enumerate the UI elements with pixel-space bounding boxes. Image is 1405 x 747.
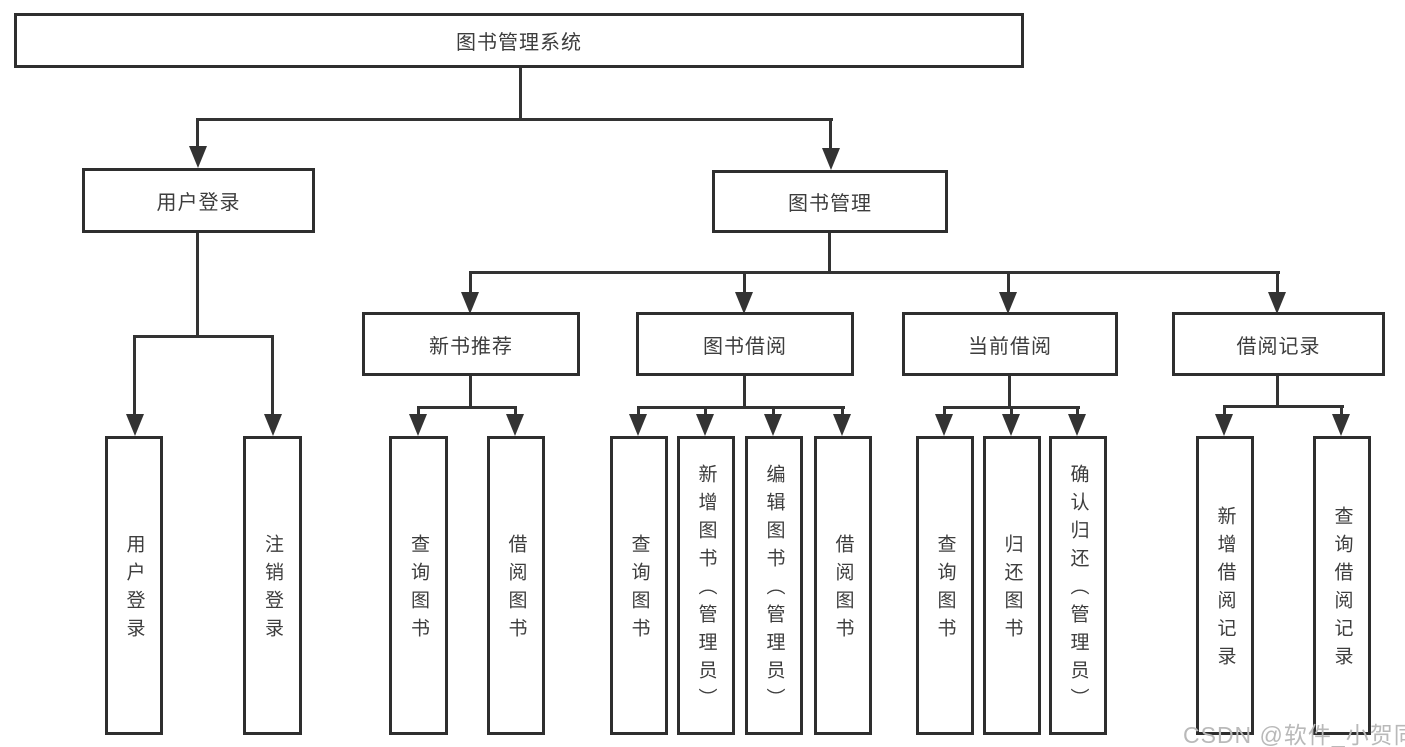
leaf-label: 编辑图书（管理员） (763, 464, 785, 716)
connector-borrow-records-split (1223, 405, 1344, 408)
leaf-label: 注销登录 (262, 534, 283, 646)
leaf-add-book-admin: 新增图书（管理员） (677, 436, 735, 735)
connector-stub (841, 406, 844, 416)
leaf-label: 查询图书 (934, 534, 956, 646)
watermark: CSDN @软件_小贺同学 (1183, 722, 1405, 747)
leaf-borrow-books: 借阅图书 (814, 436, 872, 735)
leaf-label: 查询图书 (408, 534, 429, 646)
node-current-borrowing: 当前借阅 (902, 312, 1118, 376)
connector-stub (704, 406, 707, 416)
connector-book-borrow-drop (743, 376, 746, 409)
arrowhead-icon (735, 292, 753, 314)
node-label: 新书推荐 (429, 335, 513, 358)
connector-user-login-split (133, 335, 274, 338)
connector-user-login-drop (196, 233, 199, 337)
leaf-confirm-return-admin: 确认归还（管理员） (1049, 436, 1107, 735)
node-label: 当前借阅 (968, 335, 1052, 358)
leaf-query-books-recommend: 查询图书 (389, 436, 448, 735)
connector-current-borrow-drop (1008, 376, 1011, 409)
connector-stub-book-mgmt (829, 118, 832, 152)
leaf-label: 借阅图书 (832, 534, 854, 646)
connector-stub-user-login (196, 118, 199, 150)
connector-stub (772, 406, 775, 416)
arrowhead-icon (764, 414, 782, 436)
connector-stub (1340, 405, 1343, 416)
connector-stub (417, 406, 420, 416)
leaf-label: 归还图书 (1001, 534, 1023, 646)
arrowhead-icon (264, 414, 282, 436)
arrowhead-icon (1332, 414, 1350, 436)
connector-book-borrow-split (637, 406, 845, 409)
leaf-add-borrow-record: 新增借阅记录 (1196, 436, 1254, 735)
node-label: 图书管理系统 (456, 32, 582, 54)
arrowhead-icon (999, 292, 1017, 314)
arrowhead-icon (1268, 292, 1286, 314)
leaf-query-books-borrowing: 查询图书 (610, 436, 668, 735)
connector-root-drop (519, 68, 522, 120)
node-label: 图书借阅 (703, 335, 787, 358)
connector-stub-leaf-login (133, 335, 136, 416)
arrowhead-icon (822, 148, 840, 170)
connector-book-mgmt-drop (828, 233, 831, 274)
arrowhead-icon (1215, 414, 1233, 436)
leaf-label: 借阅图书 (505, 534, 527, 646)
leaf-label: 用户登录 (123, 534, 145, 646)
node-book-borrowing: 图书借阅 (636, 312, 854, 376)
leaf-label: 查询图书 (628, 534, 650, 646)
connector-stub-leaf-logout (271, 335, 274, 416)
node-root-system: 图书管理系统 (14, 13, 1024, 68)
node-label: 用户登录 (156, 192, 241, 214)
arrowhead-icon (629, 414, 647, 436)
leaf-query-borrow-record: 查询借阅记录 (1313, 436, 1371, 735)
node-new-book-recommend: 新书推荐 (362, 312, 580, 376)
connector-new-book-drop (469, 376, 472, 409)
connector-stub-current-borrow (1007, 271, 1010, 296)
connector-stub (1223, 405, 1226, 416)
leaf-return-book: 归还图书 (983, 436, 1041, 735)
connector-new-book-split (417, 406, 517, 409)
node-user-login: 用户登录 (82, 168, 315, 233)
leaf-edit-book-admin: 编辑图书（管理员） (745, 436, 803, 735)
leaf-label: 查询借阅记录 (1331, 506, 1353, 674)
node-label: 借阅记录 (1236, 335, 1321, 358)
connector-book-mgmt-split (469, 271, 1280, 274)
connector-stub-new-book (469, 271, 472, 296)
arrowhead-icon (189, 146, 207, 168)
arrowhead-icon (1002, 414, 1020, 436)
leaf-label: 新增借阅记录 (1214, 506, 1236, 674)
arrowhead-icon (506, 414, 524, 436)
connector-stub-borrow-records (1276, 271, 1279, 296)
leaf-label: 确认归还（管理员） (1067, 464, 1089, 716)
leaf-query-books-current: 查询图书 (916, 436, 974, 735)
leaf-label: 新增图书（管理员） (695, 464, 717, 716)
arrowhead-icon (935, 414, 953, 436)
node-borrowing-records: 借阅记录 (1172, 312, 1385, 376)
leaf-logout: 注销登录 (243, 436, 302, 735)
leaf-borrow-books-recommend: 借阅图书 (487, 436, 545, 735)
node-label: 图书管理 (788, 193, 872, 215)
arrowhead-icon (126, 414, 144, 436)
connector-borrow-records-drop (1276, 376, 1279, 408)
connector-stub (637, 406, 640, 416)
node-book-management: 图书管理 (712, 170, 948, 233)
connector-stub (943, 406, 946, 416)
connector-root-split (196, 118, 833, 121)
arrowhead-icon (461, 292, 479, 314)
leaf-user-login: 用户登录 (105, 436, 163, 735)
arrowhead-icon (833, 414, 851, 436)
connector-stub-book-borrow (743, 271, 746, 296)
connector-stub (514, 406, 517, 416)
connector-stub (1076, 406, 1079, 416)
arrowhead-icon (696, 414, 714, 436)
arrowhead-icon (409, 414, 427, 436)
arrowhead-icon (1068, 414, 1086, 436)
connector-stub (1010, 406, 1013, 416)
